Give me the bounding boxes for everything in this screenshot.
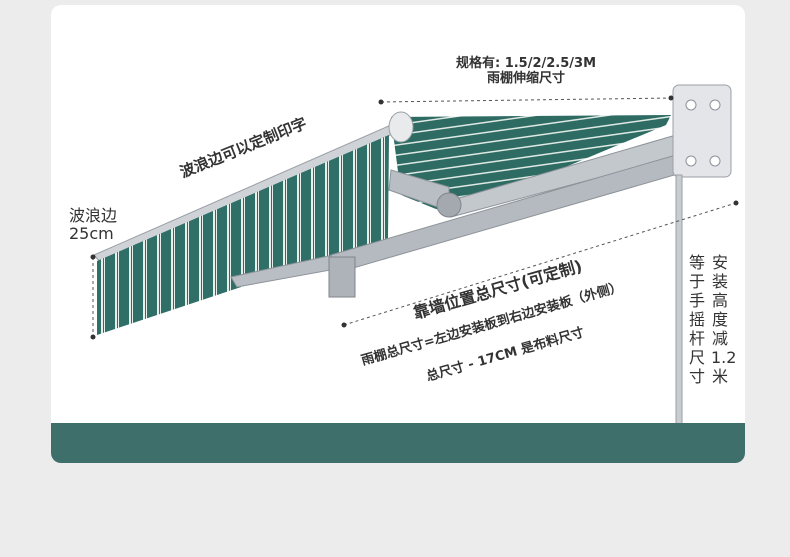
spec-caption: 雨棚伸缩尺寸 xyxy=(486,70,565,86)
product-card: 规格有: 1.5/2/2.5/3M 雨棚伸缩尺寸 波浪边可以定制印字 波浪边 2… xyxy=(51,5,745,463)
wall-mount-bracket xyxy=(672,84,732,178)
spec-label: 规格有: 1.5/2/2.5/3M 雨棚伸缩尺寸 xyxy=(431,56,621,87)
spec-dimension-line xyxy=(380,97,672,103)
wave-edge-size: 25cm xyxy=(69,224,114,244)
wave-edge-label: 波浪边 25cm xyxy=(69,206,118,244)
bottom-color-band xyxy=(51,423,745,463)
awning-illustration xyxy=(90,84,739,426)
arm-bracket xyxy=(328,256,356,298)
wave-valance xyxy=(97,135,389,335)
crank-rod xyxy=(675,174,683,426)
wave-edge-name: 波浪边 xyxy=(69,206,118,225)
install-height-label: 安装高度减1.2米 xyxy=(711,253,737,386)
wall-dimension-line xyxy=(343,202,737,326)
arm-elbow-joint xyxy=(436,192,462,218)
awning-canopy xyxy=(391,115,671,215)
crank-length-label: 等于手摇杆尺寸 xyxy=(688,253,705,386)
roller-end-cap xyxy=(388,111,414,143)
spec-sizes: 规格有: 1.5/2/2.5/3M xyxy=(455,56,597,71)
